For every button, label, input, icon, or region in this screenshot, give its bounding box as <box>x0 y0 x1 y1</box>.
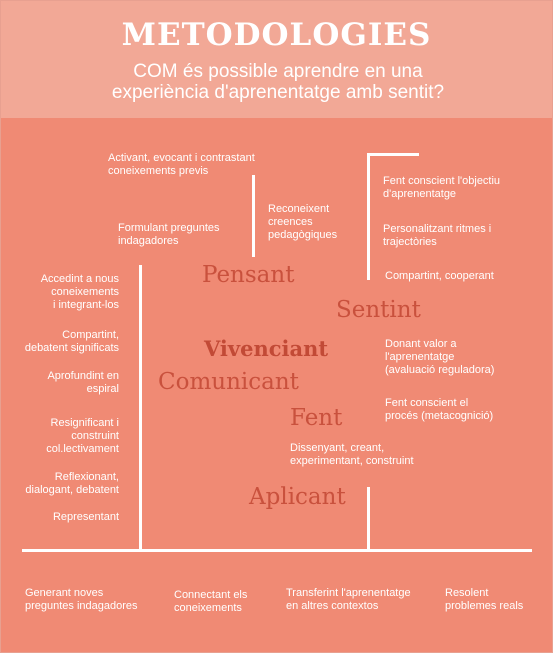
divider-right-vertical <box>367 153 370 280</box>
divider-bottom-horizontal <box>22 549 532 552</box>
keyword-sentint: Sentint <box>336 297 421 323</box>
keyword-aplicant: Aplicant <box>249 484 346 510</box>
divider-right-top-horizontal <box>367 153 419 156</box>
statement-reflexionant: Reflexionant,dialogant, debatent <box>25 471 119 496</box>
page-subtitle: COM és possible aprendre en una experièn… <box>111 61 445 103</box>
statement-compartint-cooperant: Compartint, cooperant <box>385 270 494 282</box>
divider-bottom-short <box>367 487 370 551</box>
statement-representant: Representant <box>52 511 119 523</box>
keyword-vivenciant: Vivenciant <box>204 336 329 361</box>
page-title: METODOLOGIES <box>121 17 432 53</box>
divider-top-short <box>252 175 255 257</box>
divider-left-vertical <box>139 265 142 551</box>
header-band: METODOLOGIES COM és possible aprendre en… <box>0 0 553 118</box>
keyword-pensant: Pensant <box>202 262 295 288</box>
statement-compartint-debatent: Compartint,debatent significats <box>24 329 119 354</box>
keyword-comunicant: Comunicant <box>158 369 299 395</box>
statement-dissenyant: Dissenyant, creant,experimentant, constr… <box>290 442 414 467</box>
keyword-fent: Fent <box>290 405 343 431</box>
